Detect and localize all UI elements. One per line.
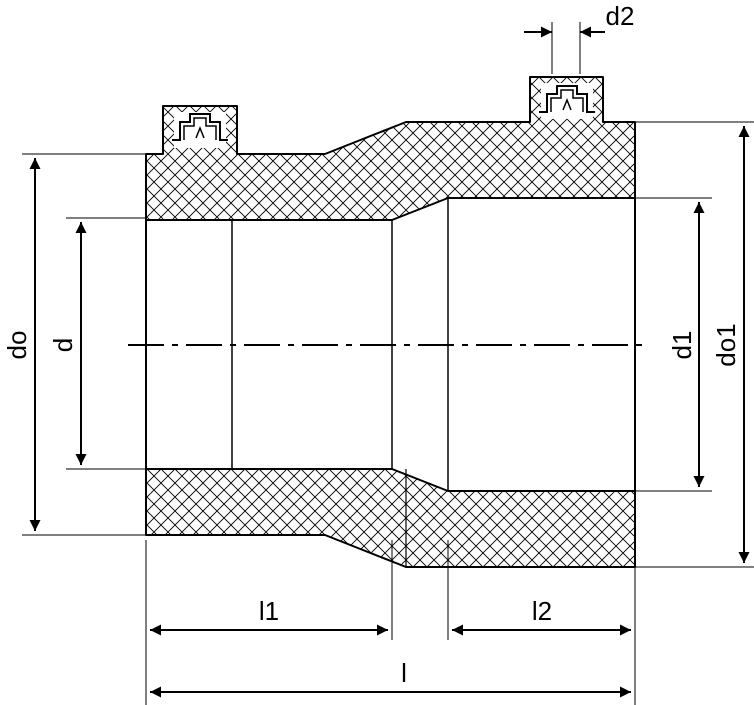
label-l2: l2 xyxy=(532,596,552,626)
label-do: do xyxy=(2,331,32,360)
label-d: d xyxy=(48,338,78,352)
fitting-body xyxy=(145,76,636,568)
label-l: l xyxy=(401,658,407,688)
terminal-pin-left xyxy=(172,112,228,148)
terminal-pin-right xyxy=(539,83,595,119)
top-wall-section xyxy=(145,76,636,221)
label-do1: do1 xyxy=(711,323,741,366)
label-d1: d1 xyxy=(667,331,697,360)
extension-lines xyxy=(22,22,754,705)
label-l1: l1 xyxy=(259,596,279,626)
dimension-lines xyxy=(29,26,750,698)
label-d2: d2 xyxy=(606,1,635,31)
bottom-wall-section xyxy=(145,468,636,568)
